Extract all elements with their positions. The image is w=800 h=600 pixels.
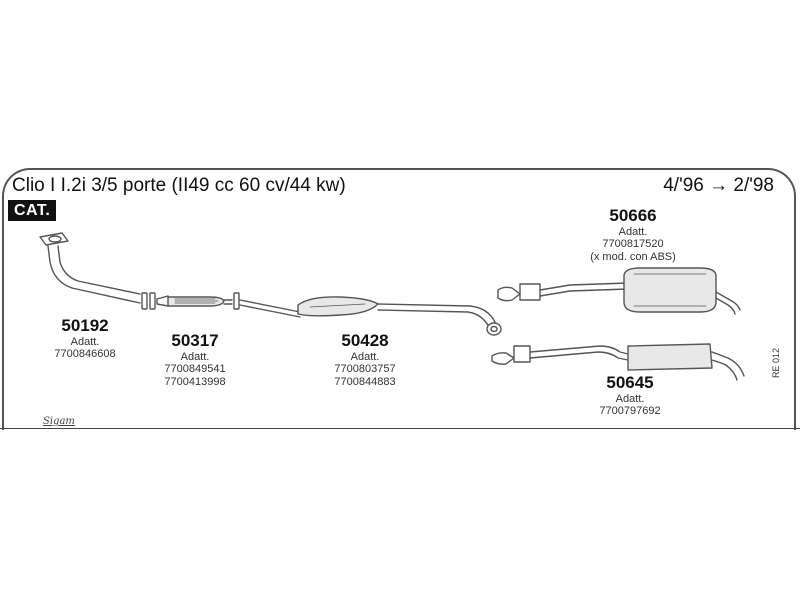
cat-badge: CAT.: [8, 200, 57, 221]
year-range: 4/'96 → 2/'98: [663, 175, 774, 196]
part-number: 50428: [341, 331, 389, 350]
part-ref: 7700846608: [54, 348, 116, 361]
frame-bottom-rule: [0, 428, 800, 429]
part-ref: 7700797692: [599, 405, 661, 418]
part-50428: 50428 Adatt. 7700803757 7700844883: [310, 331, 420, 388]
diagram-frame: [2, 168, 796, 430]
part-label: Adatt.: [350, 350, 380, 363]
flange-2: [233, 292, 240, 310]
part-50317: 50317 Adatt. 7700849541 7700413998: [140, 331, 250, 388]
part-50666: 50666 Adatt. 7700817520 (x mod. con ABS): [568, 206, 698, 263]
part-label: Adatt.: [180, 350, 210, 363]
part-50317-drawing: [156, 295, 233, 307]
part-50666-drawing: [497, 267, 741, 315]
part-50645-drawing: [491, 343, 745, 381]
part-label: Adatt.: [618, 225, 648, 238]
part-number: 50317: [171, 331, 219, 350]
vehicle-title: Clio I I.2i 3/5 porte (II49 cc 60 cv/44 …: [12, 175, 346, 196]
part-ref: 7700413998: [164, 375, 226, 388]
brand-logo: Sigam: [43, 416, 75, 427]
part-50428-drawing: [239, 296, 502, 336]
part-number: 50645: [606, 373, 654, 392]
part-ref: 7700844883: [334, 375, 396, 388]
part-50645: 50645 Adatt. 7700797692: [575, 373, 685, 418]
part-ref: 7700817520: [602, 238, 664, 251]
part-ref: 7700803757: [334, 363, 396, 376]
part-number: 50192: [61, 316, 109, 335]
part-50192-drawing: [39, 232, 141, 304]
part-ref: (x mod. con ABS): [590, 250, 676, 263]
part-label: Adatt.: [615, 392, 645, 405]
part-50192: 50192 Adatt. 7700846608: [30, 316, 140, 361]
flange-1: [141, 292, 156, 310]
part-ref: 7700849541: [164, 363, 226, 376]
part-label: Adatt.: [70, 335, 100, 348]
diagram-code: RE 012: [771, 347, 781, 378]
part-number: 50666: [609, 206, 657, 225]
